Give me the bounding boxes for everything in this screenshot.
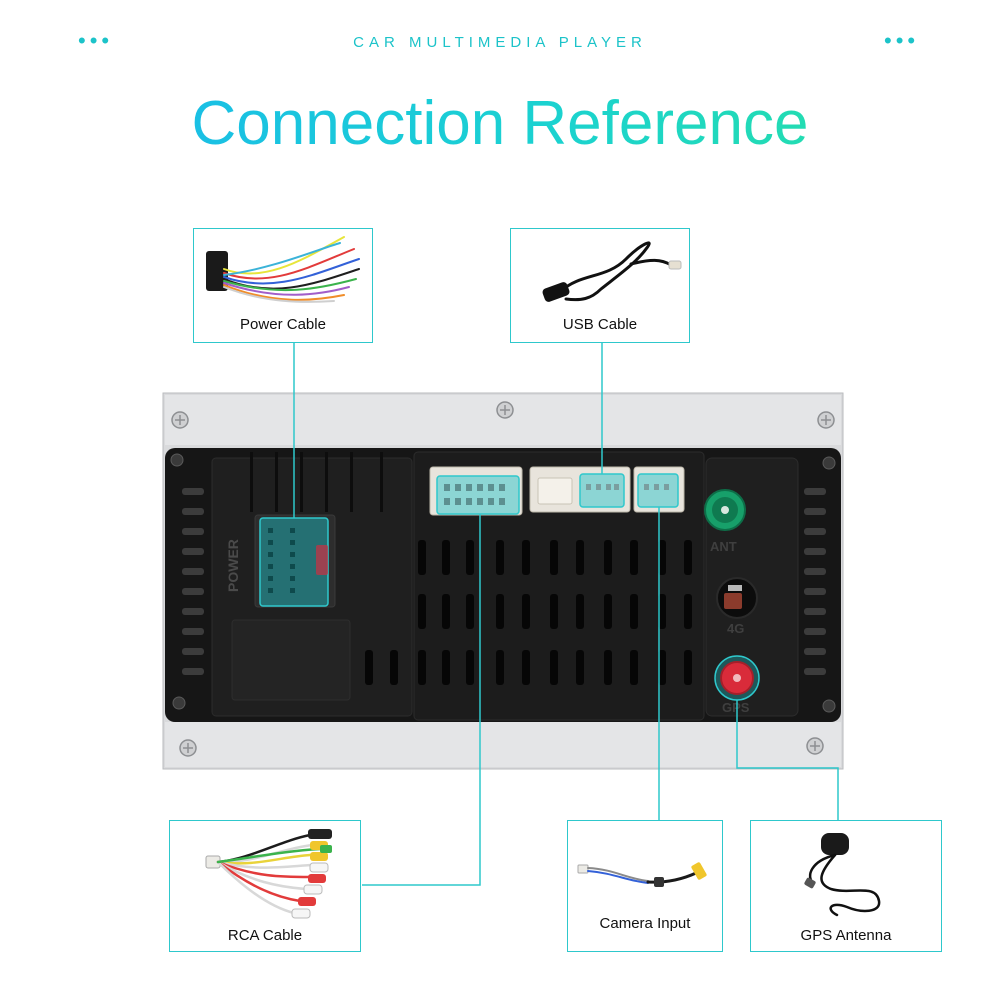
gps-antenna-card: GPS Antenna (750, 820, 942, 952)
gps-connector-line (736, 700, 839, 820)
camera-input-label: Camera Input (599, 915, 691, 932)
rca-cable-label: RCA Cable (227, 927, 303, 944)
power-port (254, 514, 336, 608)
page-title: Connection Reference (0, 88, 1000, 159)
power-cable-image (206, 236, 360, 303)
lte-port (716, 577, 758, 619)
ant-port (704, 489, 746, 531)
camera-port (633, 466, 685, 513)
rca-connector-line (362, 514, 481, 886)
center-grille (365, 540, 692, 685)
right-vents (804, 488, 826, 675)
rca-cable-card: RCA Cable (169, 820, 361, 952)
connector-lines (293, 342, 839, 886)
rca-cable-image (205, 829, 332, 919)
usb-cable-label: USB Cable (562, 316, 638, 333)
camera-input-card: Camera Input (567, 820, 723, 952)
power-cable-label: Power Cable (240, 316, 326, 333)
usb-cable-card: USB Cable (510, 228, 690, 343)
left-vents (182, 488, 204, 675)
gps-port (714, 655, 760, 701)
page-subtitle: CAR MULTIMEDIA PLAYER (353, 34, 647, 51)
gps-antenna-label: GPS Antenna (800, 927, 892, 944)
rca-port (429, 466, 523, 516)
usb-cable-image (542, 241, 682, 302)
power-port-label: POWER (225, 539, 241, 592)
gps-port-label: GPS (722, 700, 750, 715)
usb-port (529, 466, 631, 513)
power-cable-card: Power Cable (193, 228, 373, 343)
camera-cable-image (577, 862, 707, 887)
lte-port-label: 4G (727, 621, 744, 636)
gps-antenna-image (804, 833, 881, 917)
ant-port-label: ANT (710, 539, 737, 554)
